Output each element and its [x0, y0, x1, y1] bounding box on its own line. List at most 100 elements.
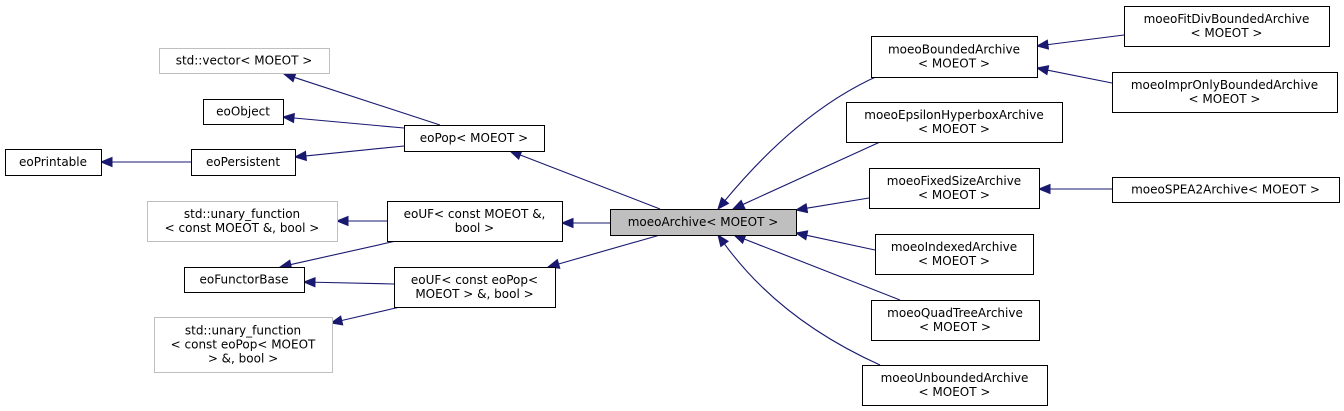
class-node-moeo-fixed-size[interactable]: moeoFixedSizeArchive< MOEOT >	[869, 168, 1040, 209]
class-label-line: eoPop< MOEOT >	[420, 131, 528, 145]
edge-eo-persistent-to-eo-printable	[99, 156, 191, 168]
edge-line	[806, 234, 876, 251]
class-label-line: moeoUnboundedArchive	[881, 371, 1029, 385]
class-label-line: moeoFixedSizeArchive	[887, 174, 1021, 188]
inheritance-arrowhead	[731, 199, 746, 210]
class-label-line: < MOEOT >	[918, 57, 990, 71]
edge-moeo-archive-to-eo-uf2	[546, 234, 661, 269]
class-label-line: std::vector< MOEOT >	[176, 54, 313, 68]
class-node-moeo-quad-tree[interactable]: moeoQuadTreeArchive< MOEOT >	[871, 300, 1040, 341]
class-node-eo-uf2[interactable]: eoUF< const eoPop<MOEOT > &, bool >	[394, 267, 556, 308]
class-box	[5, 149, 102, 176]
edge-eo-pop-to-std-vector	[282, 72, 441, 126]
edge-line	[293, 117, 405, 129]
class-box	[159, 48, 330, 74]
class-label-line: < MOEOT >	[918, 188, 990, 202]
edge-moeo-bounded-to-moeo-archive	[717, 74, 881, 211]
class-node-eo-object[interactable]: eoObject	[203, 99, 284, 125]
edges-layer	[99, 34, 1125, 366]
inheritance-arrowhead	[508, 150, 523, 161]
class-node-std-unary1: std::unary_function< const MOEOT &, bool…	[147, 201, 338, 242]
class-label-line: eoFunctorBase	[200, 273, 289, 287]
inheritance-arrowhead	[329, 315, 344, 326]
class-node-eo-pop[interactable]: eoPop< MOEOT >	[404, 125, 545, 152]
class-label-line: eoUF< const eoPop<	[411, 273, 538, 287]
class-box	[147, 201, 338, 242]
edge-moeo-unbounded-to-moeo-archive	[717, 233, 881, 366]
class-label-line: moeoFitDivBoundedArchive	[1144, 12, 1310, 26]
inheritance-arrowhead	[717, 196, 730, 211]
edge-line	[744, 238, 901, 301]
class-node-eo-uf1[interactable]: eoUF< const MOEOT &,bool >	[387, 201, 563, 242]
edge-line	[294, 76, 441, 126]
edge-eo-uf1-to-eo-functor-base	[278, 240, 397, 270]
class-label-line: moeoSPEA2Archive< MOEOT >	[1131, 183, 1320, 197]
class-label-line: > &, bool >	[208, 352, 278, 366]
class-label-line: < const MOEOT &, bool >	[165, 221, 320, 235]
edge-line	[314, 281, 395, 285]
edge-line	[341, 306, 401, 322]
class-box	[871, 300, 1040, 341]
class-label-line: < MOEOT >	[919, 385, 991, 399]
class-label-line: moeoEpsilonHyperboxArchive	[864, 108, 1043, 122]
class-node-moeo-unbounded[interactable]: moeoUnboundedArchive< MOEOT >	[862, 365, 1048, 406]
class-node-moeo-archive[interactable]: moeoArchive< MOEOT >	[610, 209, 797, 236]
edge-eo-uf2-to-eo-functor-base	[302, 277, 395, 288]
edge-line	[1047, 34, 1125, 46]
class-box	[610, 209, 797, 236]
class-label-line: < MOEOT >	[918, 254, 990, 268]
edge-eo-uf2-to-std-unary2	[329, 306, 401, 326]
class-box	[184, 267, 305, 293]
class-label-line: MOEOT > &, bool >	[415, 287, 533, 301]
class-node-eo-persistent[interactable]: eoPersistent	[191, 149, 296, 176]
class-box	[203, 99, 284, 125]
class-box	[862, 365, 1048, 406]
class-label-line: < MOEOT >	[918, 122, 990, 136]
inheritance-arrowhead	[717, 233, 730, 248]
class-node-moeo-bounded[interactable]: moeoBoundedArchive< MOEOT >	[871, 36, 1038, 78]
class-node-moeo-spea2[interactable]: moeoSPEA2Archive< MOEOT >	[1112, 177, 1340, 203]
class-label-line: moeoArchive< MOEOT >	[628, 215, 779, 229]
inheritance-arrowhead	[293, 150, 307, 162]
class-box	[387, 201, 563, 242]
edge-line	[290, 240, 397, 266]
class-label-line: moeoIndexedArchive	[891, 240, 1017, 254]
edge-line	[742, 141, 881, 205]
class-label-line: std::unary_function	[185, 324, 301, 338]
class-box	[871, 36, 1038, 78]
inheritance-arrowhead	[1035, 39, 1050, 50]
class-label-line: < MOEOT >	[1191, 26, 1263, 40]
inheritance-arrowhead	[282, 72, 297, 83]
edge-moeo-spea2-to-moeo-fixed-size	[1037, 183, 1112, 195]
edge-line	[1047, 69, 1113, 84]
edge-moeo-fit-div-to-moeo-bounded	[1035, 34, 1125, 50]
class-label-line: eoUF< const MOEOT &,	[404, 207, 546, 221]
class-node-eo-printable[interactable]: eoPrintable	[5, 149, 102, 176]
class-node-moeo-indexed[interactable]: moeoIndexedArchive< MOEOT >	[875, 234, 1034, 275]
edge-moeo-archive-to-eo-uf1	[560, 217, 610, 229]
edge-eo-uf1-to-std-unary1	[335, 215, 387, 227]
class-node-std-vector: std::vector< MOEOT >	[159, 48, 330, 74]
class-box	[869, 168, 1040, 209]
class-box	[394, 267, 556, 308]
edge-line	[558, 234, 661, 265]
class-node-eo-functor-base[interactable]: eoFunctorBase	[184, 267, 305, 293]
edge-moeo-impr-only-to-moeo-bounded	[1035, 65, 1113, 84]
class-box	[154, 317, 333, 373]
class-label-line: eoPersistent	[206, 155, 280, 169]
edge-line	[724, 74, 881, 201]
inheritance-arrowhead	[281, 112, 295, 124]
inheritance-arrowhead	[1037, 183, 1051, 195]
class-box	[1124, 6, 1330, 47]
class-label-line: moeoBoundedArchive	[888, 43, 1020, 57]
class-label-line: std::unary_function	[184, 207, 300, 221]
edge-line	[305, 145, 405, 157]
class-label-line: eoObject	[216, 105, 270, 119]
class-node-moeo-fit-div[interactable]: moeoFitDivBoundedArchive< MOEOT >	[1124, 6, 1330, 47]
edge-moeo-fixed-size-to-moeo-archive	[794, 197, 870, 214]
class-node-moeo-epsilon[interactable]: moeoEpsilonHyperboxArchive< MOEOT >	[846, 102, 1063, 143]
class-box	[846, 102, 1063, 143]
class-box	[191, 149, 296, 176]
class-node-moeo-impr-only[interactable]: moeoImprOnlyBoundedArchive< MOEOT >	[1112, 72, 1338, 113]
